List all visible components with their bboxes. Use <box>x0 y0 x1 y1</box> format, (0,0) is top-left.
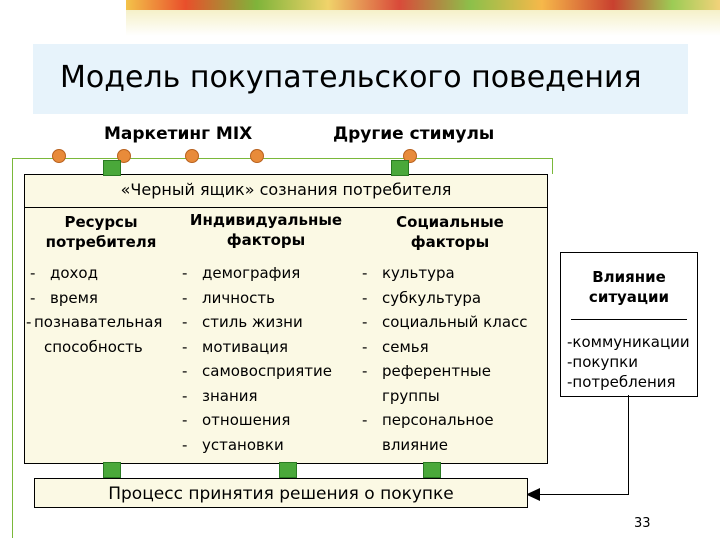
list-item: -знания <box>182 386 258 405</box>
black-box-title: «Черный ящик» сознания потребителя <box>120 180 452 199</box>
situation-list: -коммуникации -покупки -потребления <box>567 332 697 392</box>
stimulus-dot <box>52 149 66 163</box>
individual-factors-header: Индивидуальные факторы <box>189 211 343 249</box>
slide-title: Модель покупательского поведения <box>60 60 642 95</box>
other-stimuli-label: Другие стимулы <box>333 124 495 144</box>
list-item: группы <box>382 386 440 405</box>
down-arrow-icon <box>103 160 121 176</box>
page-number: 33 <box>634 516 651 531</box>
list-item: -стиль жизни <box>182 313 303 331</box>
situation-connector-vertical <box>628 395 629 495</box>
social-factors-list: -культура -субкультура -социальный класс… <box>362 261 544 457</box>
marketing-mix-label: Маркетинг MIX <box>104 124 253 144</box>
list-item: -отношения <box>182 411 291 429</box>
situation-influence-box: Влияние ситуации -коммуникации -покупки … <box>560 252 698 397</box>
decorative-header-strip <box>126 0 720 36</box>
down-arrow-icon <box>103 462 121 478</box>
stimulus-dot <box>250 149 264 163</box>
list-item: -персональное <box>362 411 494 429</box>
list-item: способность <box>44 337 143 356</box>
list-item: -коммуникации <box>567 333 690 351</box>
list-item: -установки <box>182 435 284 454</box>
situation-title: Влияние ситуации <box>588 268 670 306</box>
situation-divider <box>571 319 687 320</box>
list-item: -социальный класс <box>362 313 528 331</box>
black-box <box>24 174 548 464</box>
list-item: -референтные <box>362 362 491 380</box>
black-box-divider <box>25 207 547 208</box>
list-item: -потребления <box>567 373 676 391</box>
resources-header: Ресурсы потребителя <box>45 213 157 251</box>
social-factors-header: Социальные факторы <box>396 213 504 251</box>
list-item: -культура <box>362 264 455 282</box>
situation-connector-horizontal <box>540 494 629 495</box>
stimuli-bracket-line <box>12 158 552 159</box>
down-arrow-icon <box>279 462 297 478</box>
list-item: -самовосприятие <box>182 362 333 380</box>
list-item: -покупки <box>567 353 638 371</box>
list-item: -доход <box>30 264 98 282</box>
down-arrow-icon <box>423 462 441 478</box>
list-item: -субкультура <box>362 288 482 307</box>
stimulus-dot <box>403 149 417 163</box>
list-item: -демография <box>182 264 301 282</box>
purchase-decision-process-box: Процесс принятия решения о покупке <box>34 478 528 508</box>
title-band <box>33 44 688 114</box>
list-item: -мотивация <box>182 337 288 356</box>
list-item: влияние <box>382 435 448 454</box>
list-item: -личность <box>182 288 276 307</box>
list-item: -познавательная <box>26 313 163 331</box>
list-item: -семья <box>362 337 429 356</box>
list-item: -время <box>30 288 98 307</box>
right-tick-line <box>552 158 553 174</box>
resources-list: -доход -время -познавательная способност… <box>26 261 180 359</box>
arrow-left-icon <box>526 488 540 501</box>
stimulus-dot <box>185 149 199 163</box>
individual-factors-list: -демография -личность -стиль жизни -моти… <box>182 261 358 457</box>
left-frame-line <box>12 158 13 538</box>
down-arrow-icon <box>391 160 409 176</box>
stimulus-dot <box>117 149 131 163</box>
